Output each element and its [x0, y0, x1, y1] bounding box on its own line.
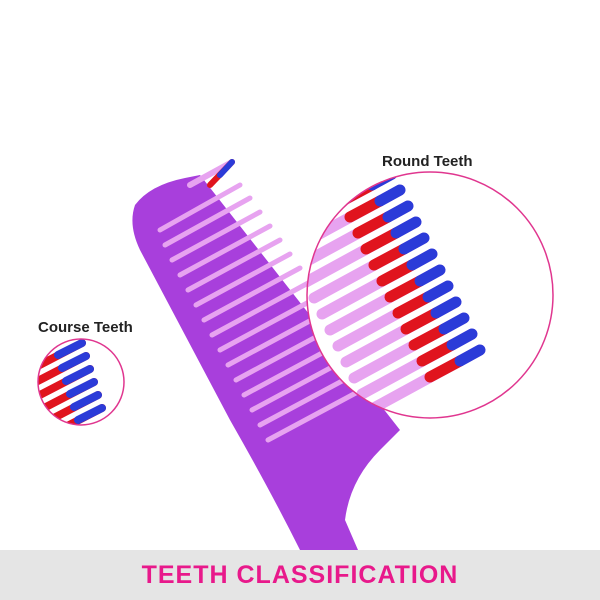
- round-teeth-label: Round Teeth: [382, 153, 473, 170]
- round-teeth-circle: [306, 171, 554, 419]
- classification-banner: TEETH CLASSIFICATION: [0, 550, 600, 600]
- banner-title: TEETH CLASSIFICATION: [141, 560, 459, 589]
- course-teeth-magnifier: [38, 339, 124, 425]
- course-teeth-label: Course Teeth: [38, 319, 133, 336]
- round-teeth-magnifier: [307, 172, 553, 418]
- course-teeth-circle: [37, 338, 125, 426]
